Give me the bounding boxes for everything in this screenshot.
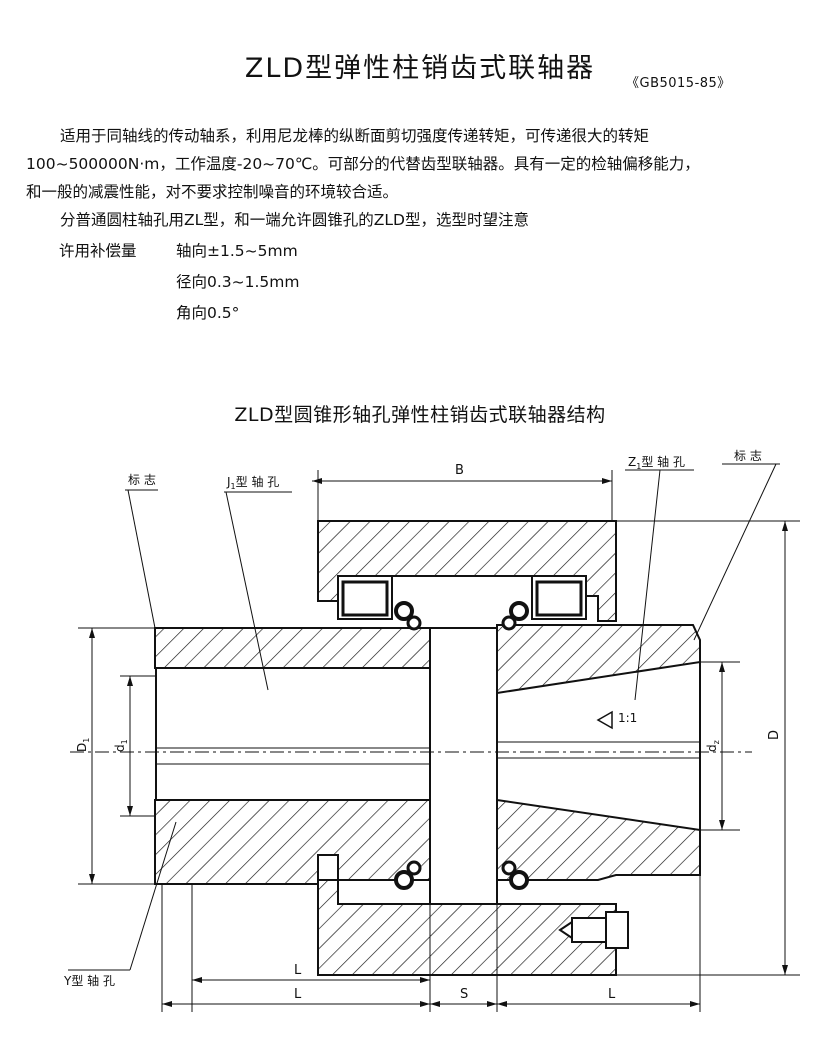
svg-text:D1: D1 [75, 738, 91, 752]
bolt-body [571, 917, 607, 943]
label-taper: 1:1 [618, 711, 637, 725]
drawing-title: ZLD型圆锥形轴孔弹性柱销齿式联轴器结构 [234, 404, 606, 426]
compensation-block: 许用补偿量 轴向±1.5~5mm 径向0.3~1.5mm 角向0.5° [59, 236, 300, 329]
bolt-head [605, 911, 629, 949]
svg-text:Z1型 轴 孔: Z1型 轴 孔 [628, 454, 685, 471]
label-d1-inner: d [113, 744, 127, 752]
compensation-label: 许用补偿量 [59, 242, 137, 260]
o-ring [394, 601, 414, 621]
svg-text:d1: d1 [113, 739, 129, 752]
label-d-outer: D [767, 730, 782, 740]
label-mark-left: 标 志 [128, 473, 156, 487]
description-line-2: 100~500000N·m，工作温度-20~70℃。可部分的代替齿型联轴器。具有… [26, 155, 700, 173]
central-pin [429, 627, 498, 905]
description: 适用于同轴线的传动轴系，利用尼龙棒的纵断面剪切强度传递转矩，可传递很大的转矩 1… [26, 122, 826, 234]
description-line-1: 适用于同轴线的传动轴系，利用尼龙棒的纵断面剪切强度传递转矩，可传递很大的转矩 [60, 127, 650, 145]
coupling-drawing: B D dz 1:1 D1 d1 标 志 J1型 轴 孔 Z1型 轴 孔 标 志… [63, 449, 800, 1012]
label-s: S [460, 987, 468, 1002]
label-d2: d [705, 744, 719, 752]
left-bore [155, 667, 431, 801]
label-d1-outer: D [75, 743, 89, 752]
label-b: B [455, 463, 464, 478]
label-y-bore: Y型 轴 孔 [63, 973, 115, 988]
description-line-3: 和一般的减震性能，对不要求控制噪音的环境较合适。 [26, 183, 399, 201]
standard-reference: 《GB5015-85》 [626, 76, 731, 91]
label-j1: J [226, 475, 231, 489]
label-mark-right: 标 志 [734, 449, 762, 463]
document-title: ZLD型弹性柱销齿式联轴器 [244, 53, 596, 84]
svg-text:J1型 轴 孔: J1型 轴 孔 [226, 474, 279, 491]
label-l-right: L [608, 987, 616, 1002]
label-z1: Z [628, 455, 636, 469]
compensation-axial: 轴向±1.5~5mm [176, 242, 298, 260]
description-line-4: 分普通圆柱轴孔用ZL型，和一端允许圆锥孔的ZLD型，选型时望注意 [60, 211, 529, 229]
compensation-angular: 角向0.5° [176, 304, 240, 322]
svg-text:dz: dz [705, 740, 721, 752]
label-l-upper: L [294, 963, 302, 978]
taper-symbol [596, 710, 613, 730]
compensation-radial: 径向0.3~1.5mm [176, 273, 300, 291]
label-l-left: L [294, 987, 302, 1002]
